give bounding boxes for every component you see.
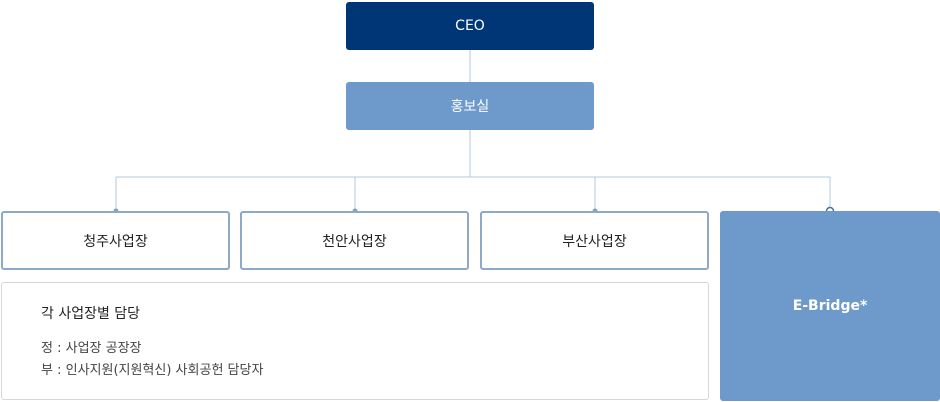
site-label: 천안사업장 [322, 233, 387, 250]
ceo-label: CEO [455, 18, 485, 34]
ceo-node: CEO [346, 2, 594, 50]
responsibility-info-box: 각 사업장별 담당 정 : 사업장 공장장 부 : 인사지원(지원혁신) 사회공… [1, 282, 709, 400]
site-node-cheonan: 천안사업장 [240, 211, 469, 270]
info-line-primary: 정 : 사업장 공장장 [41, 341, 142, 356]
site-label: 청주사업장 [83, 233, 148, 250]
ebridge-label: E-Bridge* [792, 298, 868, 314]
pr-office-node: 홍보실 [346, 82, 594, 130]
pr-office-label: 홍보실 [450, 99, 490, 115]
site-node-busan: 부산사업장 [480, 211, 709, 270]
site-node-cheongju: 청주사업장 [1, 211, 230, 270]
ebridge-node: E-Bridge* [720, 211, 940, 401]
info-title: 각 사업장별 담당 [41, 306, 141, 322]
info-line-secondary: 부 : 인사지원(지원혁신) 사회공헌 담당자 [41, 363, 264, 378]
site-label: 부산사업장 [562, 233, 627, 250]
